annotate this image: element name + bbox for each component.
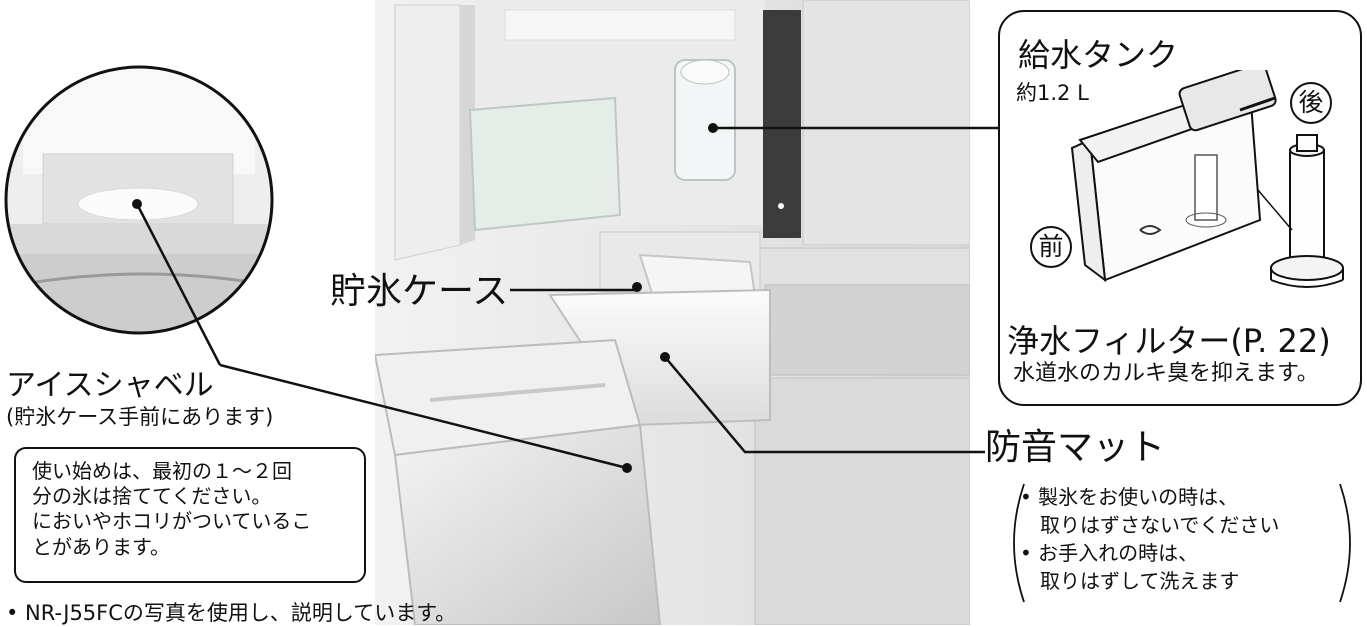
water-tank-illustration bbox=[1070, 70, 1344, 288]
water-tank-capacity: 約1.2 L bbox=[1016, 81, 1089, 105]
model-photo-note: • NR-J55FCの写真を使用し、説明しています。 bbox=[6, 601, 457, 625]
water-filter-description: 水道水のカルキ臭を抑えます。 bbox=[1013, 361, 1319, 386]
ice-storage-case-label: 貯氷ケース bbox=[330, 271, 509, 312]
bracket-lines bbox=[1013, 483, 1351, 603]
water-tank-title: 給水タンク bbox=[1018, 36, 1179, 74]
first-use-note-box: 使い始めは、最初の１～２回 分の氷は捨ててください。 においやホコリがついている… bbox=[14, 447, 366, 583]
water-filter-title: 浄水フィルター(P. 22) bbox=[1007, 322, 1331, 360]
note-line: においやホコリがついているこ bbox=[32, 509, 312, 534]
mat-note-line: 取りはずさないでください bbox=[1040, 513, 1280, 537]
mat-note-line: • 製氷をお使いの時は、 bbox=[1020, 485, 1239, 509]
sound-mat-notes: • 製氷をお使いの時は、 取りはずさないでください • お手入れの時は、 取りは… bbox=[1000, 478, 1362, 608]
ice-scoop-location-note: (貯氷ケース手前にあります) bbox=[6, 405, 274, 429]
mat-note-line: • お手入れの時は、 bbox=[1020, 541, 1199, 565]
note-line: 分の氷は捨ててください。 bbox=[32, 484, 272, 509]
ice-scoop-label: アイスシャベル bbox=[6, 368, 214, 403]
refrigerator-photo bbox=[375, 0, 970, 625]
note-line: とがあります。 bbox=[32, 534, 170, 559]
mat-note-line: 取りはずして洗えます bbox=[1040, 569, 1240, 593]
note-line: 使い始めは、最初の１～２回 bbox=[32, 459, 292, 483]
ice-scoop-zoom-circle bbox=[4, 65, 274, 335]
back-marker: 後 bbox=[1290, 82, 1332, 124]
front-marker: 前 bbox=[1030, 226, 1072, 268]
sound-absorbing-mat-label: 防音マット bbox=[985, 427, 1166, 468]
